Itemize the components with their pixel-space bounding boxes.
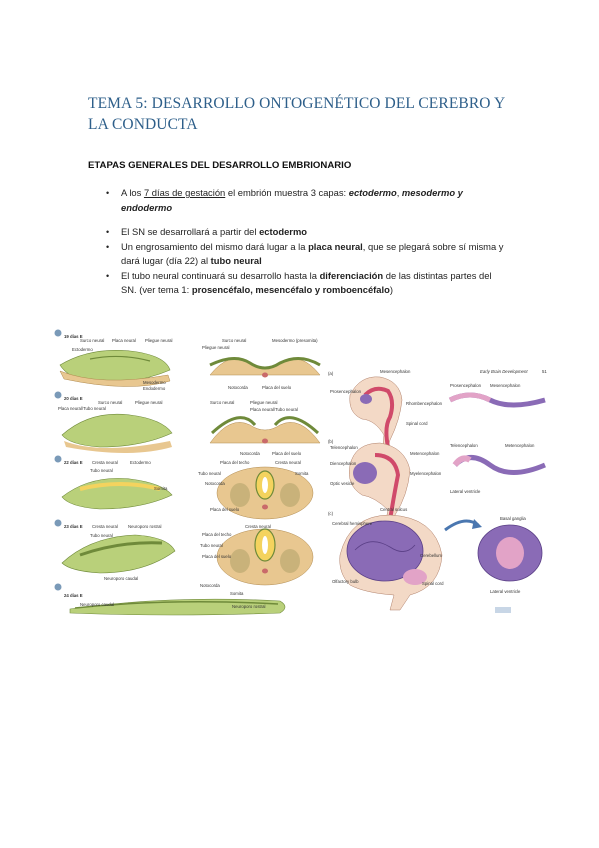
stage-marker-icon <box>54 519 62 527</box>
svg-text:Pliegue neural: Pliegue neural <box>135 400 163 405</box>
svg-text:Metencephalon: Metencephalon <box>505 443 535 448</box>
svg-text:Cerebral hemisphere: Cerebral hemisphere <box>332 521 373 526</box>
svg-text:51: 51 <box>542 369 547 374</box>
svg-text:Placa del suelo: Placa del suelo <box>262 385 292 390</box>
bullet-dot: • <box>106 270 110 281</box>
bullet-dot: • <box>106 188 110 198</box>
svg-text:(a): (a) <box>328 371 334 376</box>
svg-text:Spinal cord: Spinal cord <box>422 581 444 586</box>
svg-text:Ectodermo: Ectodermo <box>130 460 151 465</box>
svg-text:Mesodermo (presomita): Mesodermo (presomita) <box>272 338 318 343</box>
svg-text:22 días E: 22 días E <box>64 460 83 465</box>
bullet-item-2: • El SN se desarrollará a partir del ect… <box>106 225 506 240</box>
bullet-list: • A los 7 días de gestación el embrión m… <box>106 186 506 298</box>
svg-text:Prosencephalon: Prosencephalon <box>450 383 482 388</box>
stage-marker-icon <box>54 391 62 399</box>
svg-text:Surco neural: Surco neural <box>222 338 246 343</box>
svg-text:Mesodermo: Mesodermo <box>143 380 166 385</box>
svg-text:Mesencephalon: Mesencephalon <box>490 383 521 388</box>
svg-text:Tubo neural: Tubo neural <box>200 543 223 548</box>
svg-text:Prosencephalon: Prosencephalon <box>330 389 362 394</box>
svg-text:Lateral ventricle: Lateral ventricle <box>450 489 481 494</box>
stage-24-days: 24 días E Neuroporo caudal Somita Neurop… <box>54 583 286 616</box>
section-heading: ETAPAS GENERALES DEL DESARROLLO EMBRIONA… <box>88 160 352 171</box>
stage-23-days: 23 días E Cresta neural Neuroporo rostra… <box>54 519 314 588</box>
svg-text:Placa neural/Tubo neural: Placa neural/Tubo neural <box>58 406 106 411</box>
svg-text:Cresta neural: Cresta neural <box>92 524 118 529</box>
bullet-dot: • <box>106 241 110 252</box>
bullet-dot: • <box>106 227 110 237</box>
svg-text:Placa del techo: Placa del techo <box>220 460 250 465</box>
svg-text:Cresta neural: Cresta neural <box>275 460 301 465</box>
svg-text:Basal ganglia: Basal ganglia <box>500 516 526 521</box>
svg-text:Olfactory bulb: Olfactory bulb <box>332 579 359 584</box>
svg-text:Mesencephalon: Mesencephalon <box>380 369 411 374</box>
svg-text:Pliegue neural: Pliegue neural <box>202 345 230 350</box>
svg-text:Placa del suelo: Placa del suelo <box>202 554 232 559</box>
svg-text:Notocorda: Notocorda <box>200 583 220 588</box>
svg-text:Neuroporo rostral: Neuroporo rostral <box>232 604 265 609</box>
embryo-development-figure: 19 días E Surco neural Placa neural Plie… <box>54 329 547 616</box>
stage-label: 19 días E <box>64 334 83 339</box>
svg-text:Somita: Somita <box>230 591 244 596</box>
svg-text:Surco neural: Surco neural <box>80 338 104 343</box>
stage-19-days: 19 días E Surco neural Placa neural Plie… <box>54 329 321 391</box>
svg-text:(c): (c) <box>328 511 334 516</box>
svg-text:Tubo neural: Tubo neural <box>198 471 221 476</box>
svg-text:Central sulcus: Central sulcus <box>380 507 407 512</box>
svg-text:Somita: Somita <box>295 471 309 476</box>
svg-text:Placa del techo: Placa del techo <box>202 532 232 537</box>
svg-text:Pliegue neural: Pliegue neural <box>250 400 278 405</box>
svg-text:Telencephalon: Telencephalon <box>330 445 358 450</box>
stage-marker-icon <box>54 455 62 463</box>
svg-text:Notocorda: Notocorda <box>205 481 225 486</box>
stage-20-days: 20 días E Surco neural Pliegue neural Pl… <box>54 391 321 456</box>
svg-text:Placa neural: Placa neural <box>112 338 136 343</box>
svg-text:Notocorda: Notocorda <box>228 385 248 390</box>
svg-text:Somita: Somita <box>154 486 168 491</box>
svg-text:Tubo neural: Tubo neural <box>90 468 113 473</box>
svg-text:(b): (b) <box>328 439 334 444</box>
svg-text:Notocorda: Notocorda <box>240 451 260 456</box>
svg-text:Surco neural: Surco neural <box>98 400 122 405</box>
svg-text:Placa del suelo: Placa del suelo <box>272 451 302 456</box>
svg-text:Metencephalon: Metencephalon <box>410 451 440 456</box>
svg-text:Optic vesicle: Optic vesicle <box>330 481 355 486</box>
bullet-item-1: • A los 7 días de gestación el embrión m… <box>106 187 463 213</box>
svg-text:Diencephalon: Diencephalon <box>330 461 357 466</box>
svg-text:Early Brain Development: Early Brain Development <box>480 369 528 374</box>
svg-text:Neuroporo caudal: Neuroporo caudal <box>104 576 138 581</box>
svg-text:Lateral ventricle: Lateral ventricle <box>490 589 521 594</box>
svg-text:24 días E: 24 días E <box>64 593 83 598</box>
svg-text:Endodermo: Endodermo <box>143 386 166 391</box>
svg-text:Neuroporo rostral: Neuroporo rostral <box>128 524 161 529</box>
svg-text:Rhombencephalon: Rhombencephalon <box>406 401 443 406</box>
svg-text:Neuroporo caudal: Neuroporo caudal <box>80 602 114 607</box>
brain-development-figure: Early Brain Development 51 (a) Prosencep… <box>328 369 547 613</box>
svg-text:Tubo neural: Tubo neural <box>90 533 113 538</box>
svg-text:Cresta neural: Cresta neural <box>92 460 118 465</box>
stage-22-days: 22 días E Cresta neural Ectodermo Tubo n… <box>54 455 314 520</box>
bullet-item-3: • Un engrosamiento del mismo dará lugar … <box>106 240 504 267</box>
svg-text:Cerebellum: Cerebellum <box>420 553 442 558</box>
stage-marker-icon <box>54 329 62 337</box>
svg-text:Ectodermo: Ectodermo <box>72 347 93 352</box>
svg-text:Surco neural: Surco neural <box>210 400 234 405</box>
svg-text:Myelencephalon: Myelencephalon <box>410 471 442 476</box>
stage-marker-icon <box>54 583 62 591</box>
svg-text:Spinal cord: Spinal cord <box>406 421 428 426</box>
svg-text:Cresta neural: Cresta neural <box>245 524 271 529</box>
svg-text:Placa del suelo: Placa del suelo <box>210 507 240 512</box>
svg-text:Pliegue neural: Pliegue neural <box>145 338 173 343</box>
svg-text:Placa neural/Tubo neural: Placa neural/Tubo neural <box>250 407 298 412</box>
page-title: TEMA 5: DESARROLLO ONTOGENÉTICO DEL CERE… <box>88 95 505 133</box>
svg-text:20 días E: 20 días E <box>64 396 83 401</box>
svg-text:Telencephalon: Telencephalon <box>450 443 478 448</box>
bullet-item-4: • El tubo neural continuará su desarroll… <box>106 269 492 296</box>
svg-text:23 días E: 23 días E <box>64 524 83 529</box>
